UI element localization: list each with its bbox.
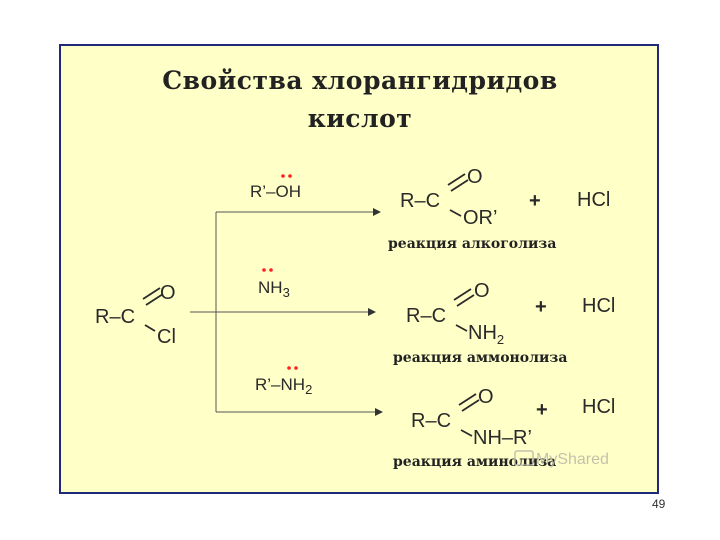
product-subamide-tail: NH–R’ (473, 427, 532, 449)
product-amide-o: O (474, 280, 490, 302)
lone-pair-dot (281, 174, 285, 178)
page-number: 49 (652, 497, 666, 511)
product-ester-o: O (467, 166, 483, 188)
product-ester-double-bond-2 (450, 179, 469, 192)
product-amide-hcl: HCl (582, 295, 615, 317)
product-amide-plus: + (535, 296, 547, 318)
product-subamide-double-bond-2 (461, 399, 480, 412)
reactant-acid-chloride: R–C O Cl (95, 282, 176, 348)
reactant-o: O (160, 282, 176, 304)
product-amide-single-bond (455, 324, 468, 332)
product-ester-rc: R–C (400, 190, 440, 212)
product-subamide-o: O (478, 386, 494, 408)
lone-pair-dot (287, 366, 291, 370)
caption-ammonolysis: реакция аммонолиза (393, 350, 567, 366)
title-line-2: кислот (307, 104, 413, 133)
reagent-amine: R’–NH2 (255, 366, 312, 397)
product-subamide-double-bond-1 (458, 393, 477, 406)
reaction-arrows (190, 208, 383, 416)
lone-pair-dot (288, 174, 292, 178)
watermark-logo-icon (514, 450, 534, 466)
product-subamide-rc: R–C (411, 410, 451, 432)
product-amide-tail: NH2 (468, 322, 504, 347)
product-amide-double-bond-2 (456, 294, 475, 307)
product-subamide-single-bond (460, 429, 473, 437)
product-ester-hcl: HCl (577, 189, 610, 211)
watermark-text: MyShared (536, 451, 609, 468)
slide-frame (59, 44, 659, 494)
product-amide-rc: R–C (406, 305, 446, 327)
reactant-double-bond-2 (145, 293, 164, 306)
product-amide: R–C O NH2 + HCl реакция аммонолиза (393, 280, 615, 366)
product-ester-single-bond (449, 209, 462, 217)
product-ester-plus: + (529, 190, 541, 212)
product-subamide-plus: + (536, 399, 548, 421)
reagent-amine-formula: R’–NH2 (255, 375, 312, 397)
caption-alcoholysis: реакция алкоголиза (388, 236, 556, 252)
reactant-rc: R–C (95, 306, 135, 328)
product-ester-double-bond-1 (447, 173, 466, 186)
reactant-single-bond (144, 324, 156, 332)
slide-title: Свойства хлорангидридов кислот (0, 62, 720, 138)
lone-pair-dot (294, 366, 298, 370)
caption-aminolysis: реакция аминолиза (393, 454, 556, 470)
title-line-1: Свойства хлорангидридов (162, 66, 558, 95)
reagent-alcohol: R’–OH (250, 174, 301, 201)
reagent-ammonia: NH3 (258, 268, 290, 300)
watermark: MyShared (514, 450, 609, 468)
product-ester-tail: OR’ (463, 207, 497, 229)
reagent-alcohol-formula: R’–OH (250, 182, 301, 201)
product-amide-double-bond-1 (453, 288, 472, 301)
product-ester: R–C O OR’ + HCl реакция алкоголиза (388, 166, 610, 252)
lone-pair-dot (269, 268, 273, 272)
lone-pair-dot (262, 268, 266, 272)
reactant-double-bond-1 (142, 287, 161, 300)
reactant-cl: Cl (157, 326, 176, 348)
product-subamide-hcl: HCl (582, 396, 615, 418)
reagent-ammonia-formula: NH3 (258, 278, 290, 300)
